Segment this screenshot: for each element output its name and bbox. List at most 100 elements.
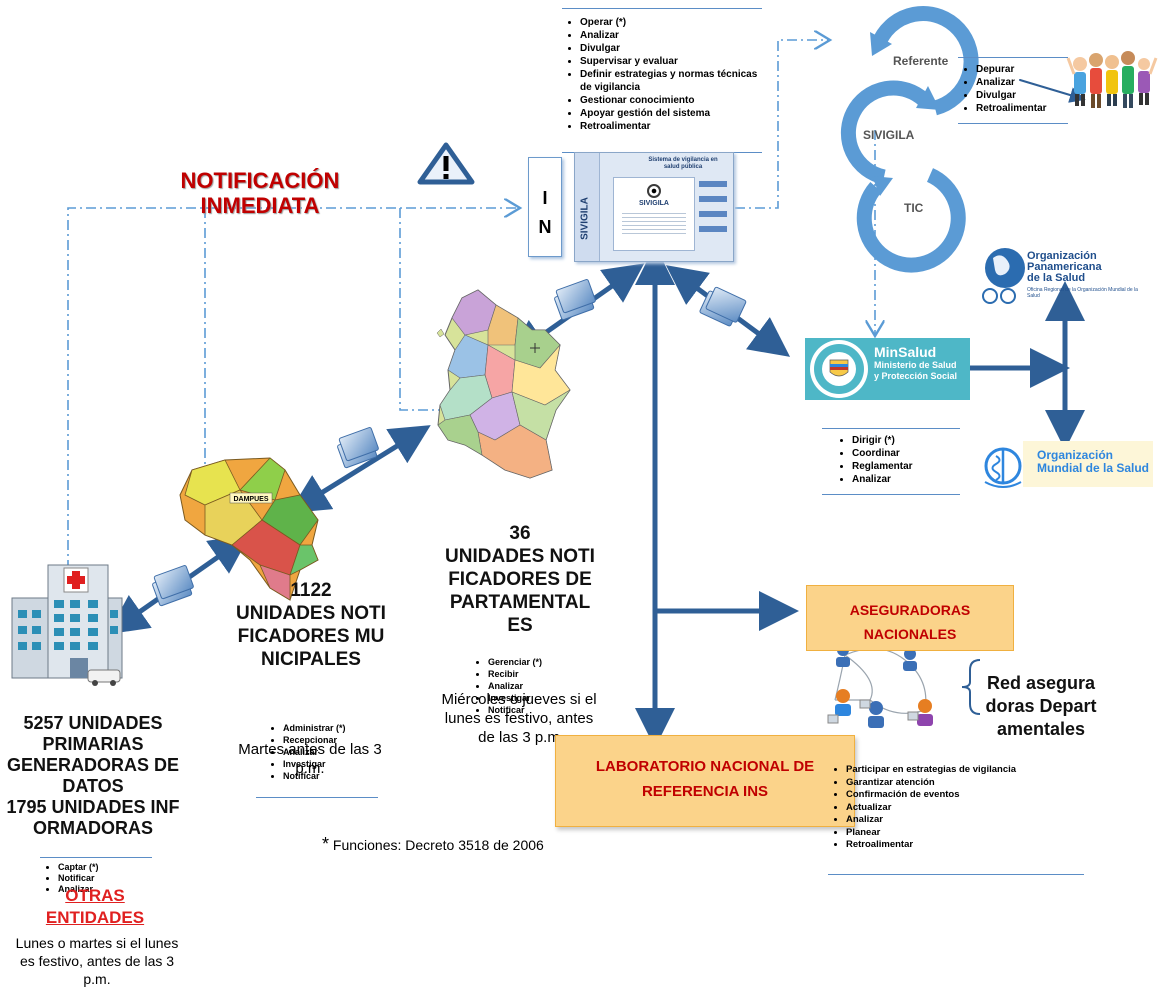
- laboratorio-label: LABORATORIO NACIONAL DE REFERENCIA INS: [595, 758, 815, 800]
- departamental-count: 36: [509, 523, 531, 544]
- cycle-label-sivigila: SIVIGILA: [863, 128, 915, 142]
- cycle-label-tic: TIC: [904, 201, 924, 215]
- sivigila-screenshot: SIVIGILA Sistema de vigilancia en salud …: [574, 152, 734, 262]
- aseguradoras-label: ASEGURADORAS NACIONALES: [849, 602, 971, 642]
- list-item: Analizar: [852, 473, 960, 486]
- brace: [961, 659, 981, 715]
- aseguradoras-box: ASEGURADORAS NACIONALES: [806, 585, 1014, 651]
- colombia-map: [436, 289, 571, 479]
- footnote-text: Funciones: Decreto 3518 de 2006: [329, 837, 544, 853]
- ops-sub: Oficina Regional de la Organización Mund…: [1027, 287, 1138, 299]
- top-functions-panel: Operar (*) Analizar Divulgar Supervisar …: [562, 8, 762, 153]
- divider: [828, 874, 1084, 875]
- list-item: Actualizar: [846, 802, 1084, 815]
- list-item: Operar (*): [580, 16, 762, 29]
- municipal-count: 1122: [290, 580, 332, 601]
- ins-box: I N: [528, 157, 562, 257]
- list-item: Recepcionar: [283, 734, 393, 746]
- sivigila-center: SIVIGILA: [613, 177, 695, 251]
- sivigila-button: [699, 211, 727, 217]
- minsalud-line-2: y Protección Social: [874, 371, 958, 381]
- divider: [958, 123, 1068, 124]
- lab-functions-list: Participar en estrategias de vigilancia …: [828, 764, 1084, 852]
- minsalud-functions-panel: Dirigir (*) Coordinar Reglamentar Analiz…: [822, 428, 960, 495]
- minsalud-line-1: Ministerio de Salud: [874, 360, 957, 370]
- ops-line-3: de la Salud: [1027, 272, 1086, 284]
- divider: [40, 857, 152, 858]
- primary-line-1: 5257 UNIDADES PRIMARIAS GENERADORAS DE D…: [6, 713, 180, 796]
- list-item: Captar (*): [58, 862, 148, 873]
- list-item: Retroalimentar: [580, 120, 762, 133]
- list-item: Analizar: [976, 76, 1068, 89]
- warning-icon: [417, 142, 475, 185]
- list-item: Participar en estrategias de vigilancia: [846, 764, 1084, 777]
- divider: [822, 428, 960, 429]
- top-functions-list: Operar (*) Analizar Divulgar Supervisar …: [562, 16, 762, 133]
- community-functions-panel: Depurar Analizar Divulgar Retroalimentar: [958, 57, 1068, 124]
- minsalud-functions-list: Dirigir (*) Coordinar Reglamentar Analiz…: [834, 434, 960, 486]
- hospital-icon: [11, 564, 123, 686]
- list-item: Dirigir (*): [852, 434, 960, 447]
- list-item: Analizar: [488, 680, 578, 692]
- footnote-star: *: [322, 834, 330, 854]
- list-item: Notificar: [283, 770, 393, 782]
- sivigila-center-label: SIVIGILA: [639, 200, 669, 207]
- list-item: Depurar: [976, 63, 1068, 76]
- lab-functions-panel: Participar en estrategias de vigilancia …: [828, 764, 1084, 875]
- municipal-functions-list: Administrar (*) Recepcionar Analizar Inv…: [265, 722, 393, 782]
- list-item: Planear: [846, 827, 1084, 840]
- list-item: Reglamentar: [852, 460, 960, 473]
- list-item: Investigar: [488, 692, 578, 704]
- ins-letter-1: I: [542, 188, 548, 208]
- page-title: NOTIFICACIÓN INMEDIATA: [160, 168, 360, 218]
- list-item: Supervisar y evaluar: [580, 55, 762, 68]
- sivigila-sidebar: SIVIGILA: [575, 153, 600, 261]
- red-aseguradoras-label: Red aseguradoras Departamentales: [985, 673, 1097, 739]
- sivigila-header: Sistema de vigilancia en salud pública: [648, 157, 718, 170]
- oms-line-1: Organización: [1037, 448, 1114, 462]
- minsalud-text: MinSalud Ministerio de Salud y Protecció…: [874, 344, 969, 382]
- divider: [958, 57, 1068, 58]
- sivigila-button: [699, 226, 727, 232]
- sivigila-button: [699, 181, 727, 187]
- list-item: Garantizar atención: [846, 777, 1084, 790]
- list-item: Divulgar: [580, 42, 762, 55]
- ops-logo-icon: [982, 248, 1025, 304]
- list-item: Apoyar gestión del sistema: [580, 107, 762, 120]
- oms-logo-text: Organización Mundial de la Salud: [1023, 441, 1153, 487]
- community-people: [1066, 51, 1158, 108]
- divider: [562, 8, 762, 9]
- primary-line-2: 1795 UNIDADES INFORMADORAS: [6, 797, 180, 838]
- ops-logo-text: Organización Panamericana de la Salud Of…: [1027, 250, 1157, 300]
- folder-icon-2: [337, 427, 379, 469]
- list-item: Gerenciar (*): [488, 656, 578, 668]
- departamental-functions-list: Gerenciar (*) Recibir Analizar Investiga…: [470, 656, 578, 716]
- list-item: Analizar: [580, 29, 762, 42]
- cycle-arrowheads: [870, 32, 940, 196]
- map-label: DAMPUES: [233, 496, 268, 503]
- list-item: Investigar: [283, 758, 393, 770]
- list-item: Recibir: [488, 668, 578, 680]
- ins-letter-2: N: [538, 217, 552, 237]
- folder-icon-1: [152, 565, 194, 607]
- community-functions-list: Depurar Analizar Divulgar Retroalimentar: [958, 63, 1068, 115]
- oms-logo-icon: [984, 447, 1022, 488]
- minsalud-name: MinSalud: [874, 344, 937, 360]
- list-item: Analizar: [846, 814, 1084, 827]
- primary-units-text: 5257 UNIDADES PRIMARIAS GENERADORAS DE D…: [2, 713, 184, 839]
- primary-functions-list: Captar (*) Notificar Analizar: [40, 862, 148, 895]
- list-item: Notificar: [488, 704, 578, 716]
- list-item: Notificar: [58, 873, 148, 884]
- ops-line-2: Panamericana: [1027, 261, 1102, 273]
- sivigila-buttons: [699, 181, 727, 241]
- divider: [256, 797, 378, 798]
- departamental-title: UNIDADES NOTIFICADORES DEPARTAMENTALES: [445, 546, 595, 636]
- list-item: Definir estrategias y normas técnicas de…: [580, 68, 762, 94]
- primary-schedule: Lunes o martes si el lunes es festivo, a…: [15, 935, 179, 987]
- cycle-label-referente: Referente: [893, 54, 949, 68]
- list-item: Coordinar: [852, 447, 960, 460]
- list-item: Administrar (*): [283, 722, 393, 734]
- departamental-schedule: Miércoles o jueves si el lunes es festiv…: [441, 691, 597, 746]
- ops-line-1: Organización: [1027, 250, 1097, 262]
